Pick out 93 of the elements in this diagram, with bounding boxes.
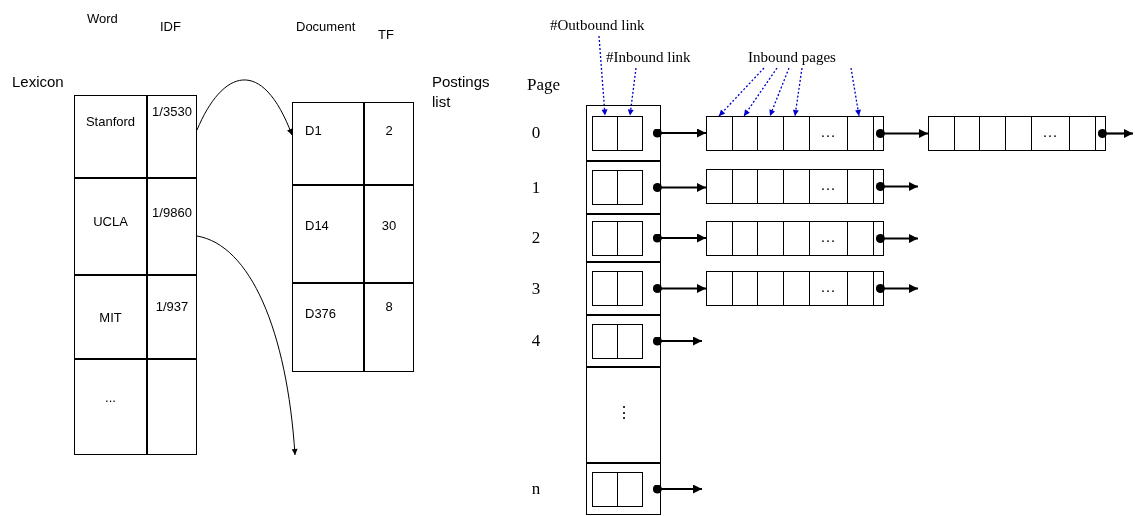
- link-count-cell: [592, 115, 618, 151]
- row-index: 3: [530, 277, 542, 300]
- ellipsis: …: [819, 123, 837, 142]
- table-cell: [147, 359, 197, 455]
- link-count-cell: [617, 271, 643, 306]
- table-cell: [74, 178, 147, 275]
- table-caption: Lexicon: [12, 72, 65, 92]
- cell-text: UCLA: [92, 214, 129, 230]
- column-header: Document: [296, 18, 356, 36]
- linked-list-block: [706, 221, 884, 256]
- link-count-cell: [592, 323, 618, 359]
- table-cell: [364, 102, 414, 185]
- table-cell: [147, 95, 197, 178]
- page-entry: [586, 214, 661, 262]
- vertical-ellipsis: ⋮: [614, 402, 633, 424]
- column-header: Page: [527, 76, 561, 94]
- table-cell: [74, 275, 147, 359]
- link-count-cell: [592, 170, 618, 205]
- annotation-text: Inbound pages: [748, 46, 854, 68]
- ellipsis: …: [819, 176, 837, 195]
- page-entry: [586, 367, 661, 463]
- leader-arrow: [769, 67, 790, 117]
- linked-list-block: [706, 169, 884, 204]
- curved-arrow: [196, 235, 298, 456]
- page-entry: [586, 262, 661, 315]
- cell-text: 1/937: [154, 299, 190, 315]
- linked-list-block: [928, 116, 1106, 151]
- cell-text: MIT: [98, 310, 123, 326]
- link-count-cell: [592, 471, 618, 507]
- row-index: 0: [530, 122, 542, 144]
- pointer-arrow: [652, 183, 706, 192]
- table-cell: [292, 102, 364, 185]
- table-cell: [74, 95, 147, 178]
- table-caption: Postings list: [432, 72, 491, 112]
- cell-text: 30: [380, 218, 398, 234]
- pointer-arrow: [652, 284, 706, 293]
- link-count-cell: [617, 323, 643, 359]
- cell-text: D376: [304, 306, 338, 322]
- ellipsis: …: [819, 228, 837, 247]
- row-index: 2: [530, 227, 542, 249]
- cell-text: Stanford: [84, 114, 137, 130]
- link-count-cell: [617, 471, 643, 507]
- page-entry: [586, 315, 661, 367]
- cell-text: D14: [304, 218, 330, 234]
- table-cell: [74, 359, 147, 455]
- table-grid: [74, 95, 197, 455]
- link-count-cell: [592, 220, 618, 256]
- pointer-arrow: [652, 484, 702, 494]
- table-cell: [364, 283, 414, 372]
- pointer-arrow: [652, 233, 706, 243]
- ellipsis: …: [1041, 123, 1059, 142]
- leader-arrow: [743, 67, 778, 117]
- pointer-arrow: [1097, 129, 1133, 138]
- pointer-arrow: [875, 182, 918, 191]
- column-header: Word: [87, 10, 118, 28]
- cell-text: D1: [304, 123, 323, 139]
- table-grid: [292, 102, 414, 372]
- cell-text: 1/3530: [151, 104, 193, 120]
- cell-text: ...: [104, 390, 117, 406]
- leader-arrow: [792, 67, 803, 117]
- table-cell: [147, 178, 197, 275]
- table-cell: [292, 185, 364, 283]
- link-count-cell: [617, 220, 643, 256]
- annotation-text: #Outbound link: [550, 14, 662, 36]
- page-entry: [586, 161, 661, 214]
- leader-arrow: [718, 67, 765, 117]
- cell-text: 1/9860: [151, 205, 193, 221]
- pointer-arrow: [875, 284, 918, 293]
- link-count-cell: [617, 115, 643, 151]
- curved-arrow: [196, 79, 293, 136]
- pointer-arrow: [875, 234, 918, 243]
- leader-arrow: [627, 67, 637, 117]
- row-index: n: [530, 478, 542, 500]
- leader-arrow: [598, 35, 608, 117]
- row-index: 1: [530, 176, 542, 199]
- table-cell: [364, 185, 414, 283]
- ellipsis: …: [819, 278, 837, 297]
- table-cell: [147, 275, 197, 359]
- cell-text: 8: [384, 299, 394, 315]
- column-header: TF: [378, 26, 394, 44]
- table-cell: [292, 283, 364, 372]
- link-count-cell: [617, 170, 643, 205]
- pointer-arrow: [652, 128, 706, 138]
- linked-list-block: [706, 271, 884, 306]
- annotation-text: #Inbound link: [606, 46, 704, 68]
- pointer-arrow: [875, 129, 928, 138]
- link-count-cell: [592, 271, 618, 306]
- column-header: IDF: [160, 18, 181, 36]
- cell-text: 2: [384, 123, 394, 139]
- leader-arrow: [850, 67, 861, 117]
- pointer-arrow: [652, 336, 702, 346]
- row-index: 4: [530, 330, 542, 352]
- linked-list-block: [706, 116, 884, 151]
